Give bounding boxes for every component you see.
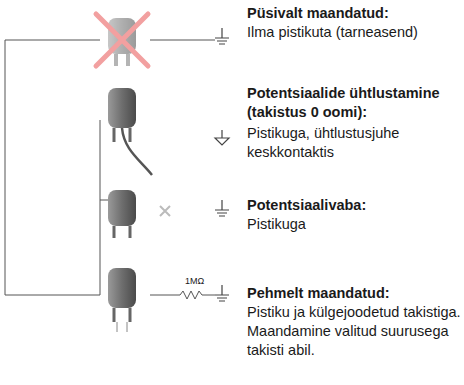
heading-text: Püsivalt maandatud: (247, 4, 461, 23)
body-text: Ilma pistikuta (tarneasend) (247, 23, 461, 42)
heading-text: Potentsiaalide ühtlustamine (takistus 0 … (247, 84, 461, 122)
body-text: Pistikuga (247, 215, 461, 234)
heading-text: Potentsiaalivaba: (247, 196, 461, 215)
heading-text: Pehmelt maandatud: (247, 284, 461, 303)
body-text: Pistiku ja külgejoodetud takistiga. Maan… (247, 303, 461, 360)
resistor-value: 1MΩ (184, 276, 205, 286)
body-text: Pistikuga, ühtlustusjuhe keskkontaktis (247, 124, 461, 162)
